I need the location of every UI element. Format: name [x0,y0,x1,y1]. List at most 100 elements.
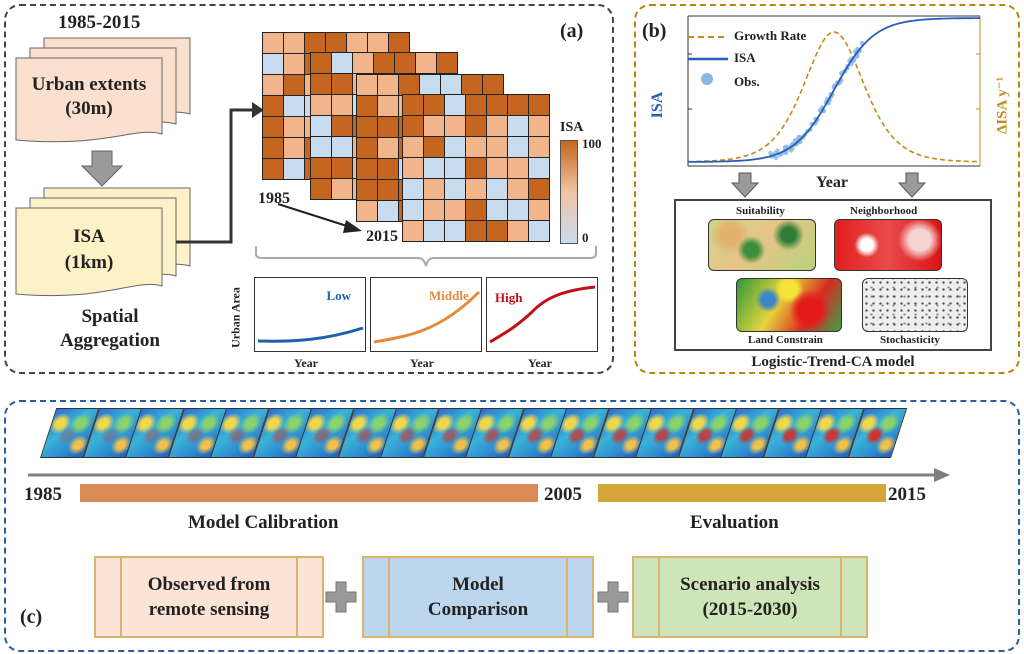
grid-cell [367,32,389,54]
growth-rate-curve [688,31,980,163]
neighborhood-map [834,219,942,271]
mini-chart-middle-label: Middle [429,288,469,303]
grid-cell [262,158,284,180]
grid-cell [486,220,508,242]
mini-chart-low: Low [254,277,366,352]
obs-point [775,148,780,153]
model-calibration-label: Model Calibration [188,512,339,533]
chart-brace [255,246,597,267]
isa-grid-stack [262,32,550,242]
grid-cell [419,74,441,96]
legend-isa-line [688,57,728,61]
stochasticity-map [862,278,968,332]
plus-icon [597,581,629,613]
grid-cell [465,94,487,116]
grid-cell [283,53,305,75]
grid-cell [486,94,508,116]
calibration-bar [80,484,538,502]
panel-a-label: (a) [560,20,584,42]
grid-cell [444,199,466,221]
grid-cell [283,32,305,54]
grid-cell [507,178,529,200]
ca-model-title: Logistic-Trend-CA model [751,354,915,370]
grid-cell [262,137,284,159]
spatial-aggregation-line1: Spatial [81,306,139,327]
suitability-map [708,219,816,271]
down-arrow-icon [898,172,926,198]
grid-cell [465,220,487,242]
timeline-start-year: 1985 [24,484,62,505]
mini-chart-low-xlabel: Year [294,356,318,370]
land-constrain-label: Land Constrain [748,334,823,346]
urban-extents-doc-stack [15,37,191,143]
obs-point [774,155,779,161]
isa-time-series-maps [30,408,980,460]
neighborhood-label: Neighborhood [850,205,918,217]
grid-cell [444,157,466,179]
time-arrow [277,203,362,233]
grid-cell [331,94,353,116]
grid-cell [423,199,445,221]
grid-cell [440,74,462,96]
grid-cell [528,199,550,221]
grid-cell [444,115,466,137]
mini-chart-middle-xlabel: Year [410,356,434,370]
grid-cell [486,115,508,137]
grid-cell [465,157,487,179]
grid-cell [415,52,437,74]
grid-cell [402,157,424,179]
grid-cell [436,52,458,74]
down-arrow-icon [80,150,124,187]
legend-obs-marker [701,73,713,85]
timeline-end-year: 2015 [888,484,926,505]
grid-cell [262,53,284,75]
grid-cell [377,200,399,222]
obs-point [792,138,798,143]
grid-cell [423,136,445,158]
grid-cell [423,115,445,137]
land-constrain-map [736,278,842,332]
mini-chart-middle: Middle [370,277,482,352]
grid-cell [528,157,550,179]
urban-extents-resolution: (30m) [65,98,113,119]
year-axis-label: Year [816,174,848,191]
grid-cell [402,199,424,221]
colorbar-min: 0 [582,230,589,245]
grid-cell [310,115,332,137]
grid-cell [377,179,399,201]
grid-cell [283,158,305,180]
scenario-analysis-label: Scenario analysis (2015-2030) [680,574,820,620]
grid-cell [444,94,466,116]
panel-b-label: (b) [642,20,667,42]
grid-cell [482,74,504,96]
evaluation-label: Evaluation [690,512,779,533]
grid-cell [507,199,529,221]
grid-cell [461,74,483,96]
isa-axis-label: ISA [649,91,666,119]
grid-cell [444,220,466,242]
grid-cell [262,32,284,54]
mini-chart-low-label: Low [326,288,351,303]
panel-c-label: (c) [20,606,43,628]
logistic-growth-chart [687,15,981,167]
scenario-analysis-box: Scenario analysis (2015-2030) [632,556,868,638]
spatial-aggregation-line2: Aggregation [60,330,160,351]
grid-cell [262,116,284,138]
grid-cell [377,95,399,117]
grid-cell [528,220,550,242]
observed-remote-sensing-label: Observed from remote sensing [147,574,271,620]
grid-cell [486,157,508,179]
grid-cell [283,116,305,138]
stochasticity-label: Stochasticity [880,334,940,346]
aggregation-arrow [176,102,264,244]
grid-cell [304,32,326,54]
grid-cell [507,157,529,179]
observed-remote-sensing-box: Observed from remote sensing [94,556,324,638]
grid-cell [373,52,395,74]
grid-cell [356,116,378,138]
grid-cell [486,136,508,158]
grid-cell [377,158,399,180]
grid-cell [356,137,378,159]
grid-cell [331,178,353,200]
grid-cell [486,178,508,200]
